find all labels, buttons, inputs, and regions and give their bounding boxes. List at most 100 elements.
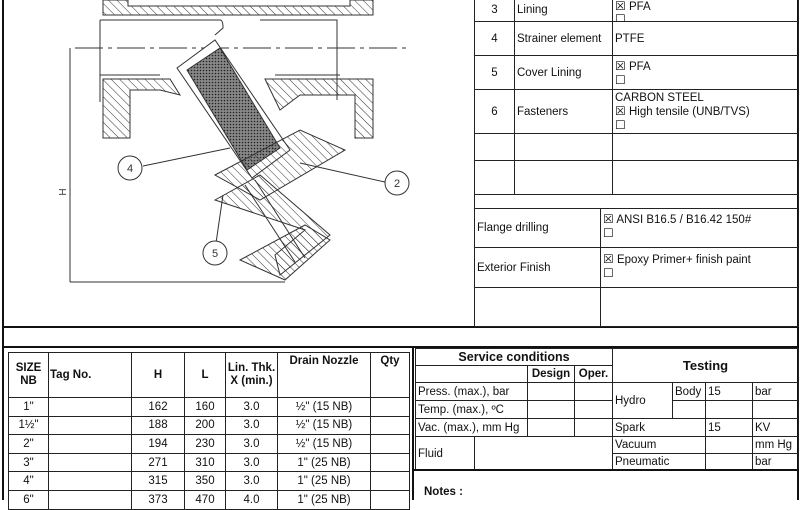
part-no: 4 <box>474 21 515 56</box>
size-table: SIZE NB Tag No. H L Lin. Thk. X (min.) D… <box>8 352 410 510</box>
cell-drain: 1" (25 NB) <box>277 452 371 473</box>
cell-tag[interactable] <box>48 415 132 436</box>
cell-size: 1" <box>8 397 49 417</box>
divider <box>412 347 414 500</box>
service-title: Service conditions <box>415 348 613 366</box>
press-oper[interactable] <box>574 382 613 401</box>
vacuum-value[interactable] <box>705 436 753 454</box>
col-h: H <box>131 352 185 398</box>
checkbox-checked-icon[interactable]: ☒ <box>603 252 614 266</box>
spark-unit: KV <box>752 418 799 437</box>
vac-oper[interactable] <box>574 418 613 437</box>
hydro-value: 15 <box>705 382 753 401</box>
oper-header: Oper. <box>574 365 613 383</box>
checkbox-empty-icon[interactable]: ☐ <box>603 266 614 280</box>
temp-label: Temp. (max.), ºC <box>415 400 528 419</box>
cell-l: 350 <box>184 471 226 491</box>
checkbox-checked-icon[interactable]: ☒ <box>615 59 626 73</box>
cell-x: 3.0 <box>225 415 278 436</box>
part-value: ☒ PFA ☐ <box>612 55 799 90</box>
press-design[interactable] <box>527 382 575 401</box>
empty-cell <box>612 133 799 161</box>
cell-tag[interactable] <box>48 471 132 491</box>
vacuum-unit: mm Hg <box>752 436 799 454</box>
balloon-5: 5 <box>212 248 218 260</box>
part-value: PTFE <box>612 21 799 56</box>
cell-h: 315 <box>131 471 185 491</box>
notes-label: Notes : <box>424 486 463 498</box>
empty-cell <box>514 160 613 195</box>
empty-cell <box>612 160 799 195</box>
cell-tag[interactable] <box>48 434 132 454</box>
cell-x: 3.0 <box>225 434 278 454</box>
cell-size: 2" <box>8 434 49 454</box>
cell-drain: ½" (15 NB) <box>277 434 371 454</box>
part-desc: Strainer element <box>514 21 613 56</box>
part-value: CARBON STEEL ☒ High tensile (UNB/TVS) ☐ <box>612 89 799 134</box>
fluid-value[interactable] <box>474 436 613 471</box>
empty-cell <box>705 400 753 419</box>
vac-label: Vac. (max.), mm Hg <box>415 418 528 437</box>
cell-h: 162 <box>131 397 185 417</box>
cell-l: 200 <box>184 415 226 436</box>
part-no: 5 <box>474 55 515 90</box>
cell-h: 188 <box>131 415 185 436</box>
frame-left <box>2 0 4 500</box>
cell-qty[interactable] <box>370 397 410 417</box>
part-no: 3 <box>474 0 515 22</box>
testing-title: Testing <box>612 348 799 383</box>
divider <box>2 346 799 348</box>
temp-oper[interactable] <box>574 400 613 419</box>
cell-qty[interactable] <box>370 434 410 454</box>
hydro-unit: bar <box>752 382 799 401</box>
checkbox-empty-icon[interactable]: ☐ <box>615 73 626 87</box>
cell-size: 4" <box>8 471 49 491</box>
hydro-body-label: Body <box>672 382 706 401</box>
cell-qty[interactable] <box>370 471 410 491</box>
cell-h: 194 <box>131 434 185 454</box>
col-l: L <box>184 352 226 398</box>
divider <box>2 326 799 328</box>
cell-tag[interactable] <box>48 452 132 473</box>
exterior-finish-label: Exterior Finish <box>474 247 601 288</box>
col-qty: Qty <box>370 352 410 398</box>
checkbox-empty-icon[interactable]: ☐ <box>615 12 626 22</box>
dimension-h-label: H <box>58 188 69 195</box>
part-desc: Fasteners <box>514 89 613 134</box>
cell-tag[interactable] <box>48 397 132 417</box>
cell-qty[interactable] <box>370 415 410 436</box>
cell-drain: 1" (25 NB) <box>277 471 371 491</box>
spark-label: Spark <box>612 418 706 437</box>
cell-l: 310 <box>184 452 226 473</box>
vacuum-label: Vacuum <box>612 436 706 454</box>
empty-cell <box>474 287 601 327</box>
checkbox-checked-icon[interactable]: ☒ <box>615 104 626 118</box>
balloon-4: 4 <box>127 163 133 175</box>
checkbox-empty-icon[interactable]: ☐ <box>603 226 614 240</box>
spark-value: 15 <box>705 418 753 437</box>
empty-cell <box>474 160 515 195</box>
checkbox-empty-icon[interactable]: ☐ <box>615 118 626 132</box>
fluid-label: Fluid <box>415 436 475 471</box>
cell-qty[interactable] <box>370 452 410 473</box>
balloon-2: 2 <box>394 178 400 190</box>
empty-cell <box>672 400 706 419</box>
empty-cell <box>474 133 515 161</box>
col-lin-thk: Lin. Thk. X (min.) <box>225 352 278 398</box>
empty-cell <box>600 287 799 327</box>
cell-drain: ½" (15 NB) <box>277 397 371 417</box>
cell-x: 3.0 <box>225 397 278 417</box>
cell-size: 1½" <box>8 415 49 436</box>
vac-design[interactable] <box>527 418 575 437</box>
checkbox-checked-icon[interactable]: ☒ <box>615 0 626 13</box>
cell-drain: ½" (15 NB) <box>277 415 371 436</box>
cell-x: 3.0 <box>225 452 278 473</box>
part-value: ☒ PFA ☐ <box>612 0 799 22</box>
strainer-section-drawing: 4 2 5 H <box>58 0 410 283</box>
checkbox-checked-icon[interactable]: ☒ <box>603 212 614 226</box>
temp-design[interactable] <box>527 400 575 419</box>
